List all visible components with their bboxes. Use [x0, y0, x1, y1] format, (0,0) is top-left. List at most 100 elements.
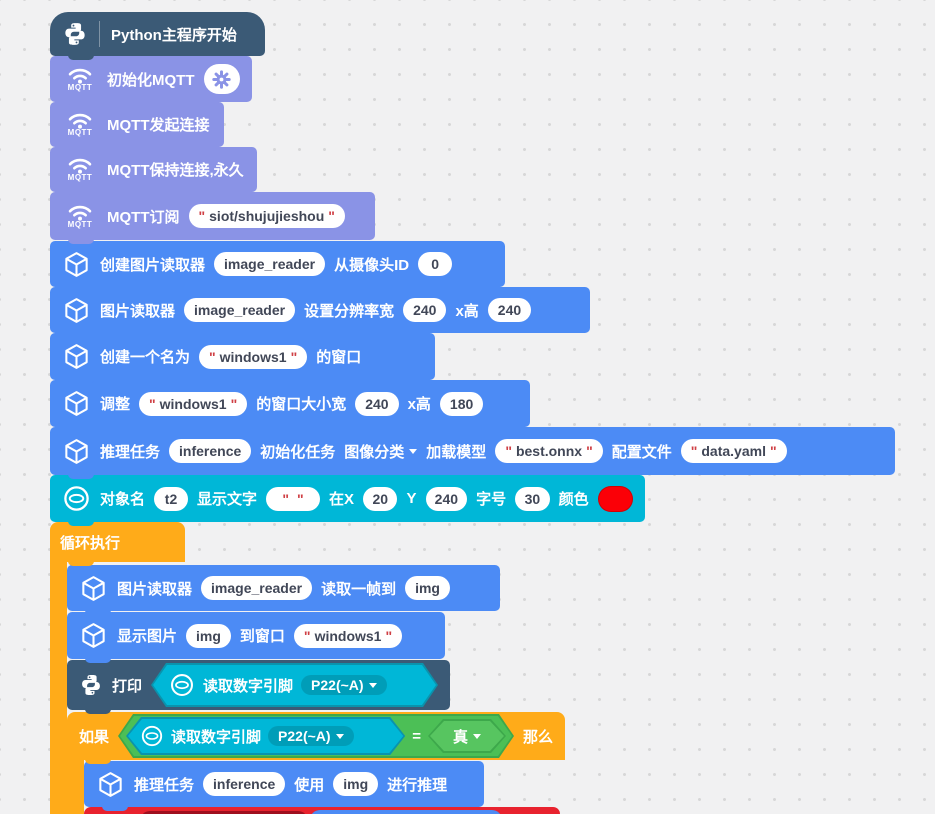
- quote-mark: ": [385, 627, 393, 644]
- quote-mark: ": [290, 348, 298, 365]
- task-mode-dropdown[interactable]: 图像分类: [344, 441, 418, 462]
- block-create-window[interactable]: 创建一个名为 " windows1 " 的窗口: [50, 333, 435, 384]
- height-input[interactable]: 240: [487, 298, 532, 322]
- reader-name-input[interactable]: image_reader: [184, 298, 296, 322]
- block-show-image[interactable]: 显示图片 img 到窗口 " windows1 ": [67, 612, 445, 663]
- input-value: img: [415, 580, 440, 596]
- config-file-input[interactable]: " data.yaml ": [680, 439, 787, 463]
- condition-equals[interactable]: 读取数字引脚 P22(~A) = 真: [118, 714, 514, 758]
- color-picker-swatch[interactable]: [597, 485, 633, 512]
- chevron-down-icon: [369, 683, 377, 692]
- block-label: 到窗口: [239, 628, 285, 645]
- model-file-input[interactable]: " best.onnx ": [495, 439, 603, 463]
- block-mqtt-subscribe[interactable]: MQTT MQTT订阅 " siot/shujujieshou ": [50, 192, 375, 244]
- input-value: inference: [179, 443, 242, 459]
- block-label: 对象名: [100, 491, 146, 508]
- block-read-frame[interactable]: 图片读取器 image_reader 读取一帧到 img: [67, 565, 500, 615]
- window-name-input[interactable]: " windows1 ": [199, 344, 308, 369]
- input-value: image_reader: [224, 256, 316, 272]
- block-loop-forever[interactable]: 循环执行: [50, 522, 185, 566]
- reader-name-input[interactable]: image_reader: [201, 576, 313, 600]
- window-name-input[interactable]: " windows1 ": [139, 391, 248, 416]
- block-label: Y: [406, 490, 417, 507]
- image-var-input[interactable]: img: [186, 623, 231, 648]
- block-display-text[interactable]: 对象名 t2 显示文字 " " 在X 20 Y 240 字号 30 颜色: [50, 475, 645, 526]
- block-label: 配置文件: [611, 443, 672, 461]
- embedded-dark-input[interactable]: [140, 811, 308, 814]
- dropdown-value: 真: [452, 728, 468, 746]
- block-label: 读取一帧到: [321, 580, 397, 598]
- block-mqtt-connect[interactable]: MQTT MQTT发起连接: [50, 102, 224, 151]
- block-if-then[interactable]: 如果 读取数字引脚 P22(~A) = 真 那么: [67, 712, 565, 764]
- font-size-input[interactable]: 30: [515, 486, 550, 511]
- block-label: 创建图片读取器: [100, 256, 206, 274]
- quote-mark: ": [230, 395, 238, 412]
- block-print[interactable]: 打印 读取数字引脚 P22(~A): [67, 660, 450, 714]
- block-label: 设置分辨率宽: [304, 302, 395, 320]
- window-name-input[interactable]: " windows1 ": [293, 623, 403, 648]
- quote-mark: ": [505, 443, 512, 459]
- input-value: img: [343, 776, 369, 792]
- block-label: 从摄像头ID: [334, 256, 410, 274]
- mqtt-icon-caption: MQTT: [67, 128, 93, 137]
- block-python-main-start[interactable]: Python主程序开始: [50, 12, 265, 60]
- task-name-input[interactable]: inference: [169, 439, 252, 463]
- image-var-input[interactable]: img: [405, 576, 450, 600]
- reader-name-input[interactable]: image_reader: [214, 252, 326, 276]
- block-label: Python主程序开始: [111, 26, 237, 44]
- block-mqtt-init[interactable]: MQTT 初始化MQTT: [50, 56, 252, 106]
- block-label: 使用: [294, 776, 325, 794]
- mqtt-settings-button[interactable]: [203, 64, 240, 94]
- input-value: 30: [524, 490, 541, 507]
- reporter-read-digital-pin[interactable]: 读取数字引脚 P22(~A): [151, 663, 438, 707]
- task-name-input[interactable]: inference: [203, 772, 286, 796]
- y-input[interactable]: 240: [425, 486, 468, 511]
- block-label: 初始化MQTT: [107, 71, 195, 89]
- reporter-read-digital-pin[interactable]: 读取数字引脚 P22(~A): [126, 717, 405, 755]
- height-input[interactable]: 180: [439, 391, 484, 416]
- text-input[interactable]: " ": [266, 486, 321, 511]
- pin-dropdown[interactable]: P22(~A): [301, 675, 387, 695]
- input-value: 20: [372, 490, 389, 507]
- input-value: siot/shujujieshou: [209, 208, 325, 224]
- block-create-image-reader[interactable]: 创建图片读取器 image_reader 从摄像头ID 0: [50, 241, 505, 291]
- gear-icon: [211, 69, 232, 90]
- block-resize-window[interactable]: 调整 " windows1 " 的窗口大小宽 240 x高 180: [50, 380, 530, 431]
- width-input[interactable]: 240: [355, 391, 399, 416]
- x-input[interactable]: 20: [363, 486, 398, 511]
- block-mqtt-keepalive[interactable]: MQTT MQTT保持连接,永久: [50, 147, 257, 196]
- quote-mark: ": [328, 208, 335, 224]
- input-value: image_reader: [194, 302, 286, 318]
- block-label: 如果: [79, 728, 110, 746]
- embedded-blue-reporter[interactable]: [310, 810, 502, 814]
- python-icon: [79, 673, 103, 697]
- quote-mark: ": [297, 490, 304, 507]
- boolean-true-dropdown[interactable]: 真: [428, 719, 506, 753]
- block-label: 打印: [112, 677, 143, 695]
- cube-icon: [96, 770, 125, 799]
- python-icon: [62, 21, 88, 47]
- object-name-input[interactable]: t2: [154, 486, 189, 511]
- input-value: windows1: [314, 627, 382, 644]
- quote-mark: ": [198, 208, 206, 224]
- input-value: 240: [413, 302, 437, 318]
- cube-icon: [62, 250, 91, 279]
- block-label: 颜色: [558, 491, 589, 508]
- block-label: 读取数字引脚: [203, 677, 294, 695]
- block-inference-run[interactable]: 推理任务 inference 使用 img 进行推理: [84, 761, 484, 811]
- block-label: 显示图片: [117, 628, 178, 645]
- block-partial-red[interactable]: [84, 807, 560, 814]
- width-input[interactable]: 240: [403, 298, 447, 322]
- pin-dropdown[interactable]: P22(~A): [268, 726, 354, 746]
- image-var-input[interactable]: img: [333, 772, 379, 796]
- mqtt-topic-input[interactable]: " siot/shujujieshou ": [188, 204, 345, 228]
- block-label: 图片读取器: [117, 580, 193, 598]
- mqtt-wifi-icon: MQTT: [62, 67, 98, 92]
- block-label: 读取数字引脚: [171, 728, 262, 746]
- block-inference-init[interactable]: 推理任务 inference 初始化任务 图像分类 加载模型 " best.on…: [50, 427, 895, 479]
- block-label: 循环执行: [60, 534, 121, 552]
- camera-id-input[interactable]: 0: [418, 252, 453, 276]
- block-set-resolution[interactable]: 图片读取器 image_reader 设置分辨率宽 240 x高 240: [50, 287, 590, 337]
- input-value: 240: [434, 490, 459, 507]
